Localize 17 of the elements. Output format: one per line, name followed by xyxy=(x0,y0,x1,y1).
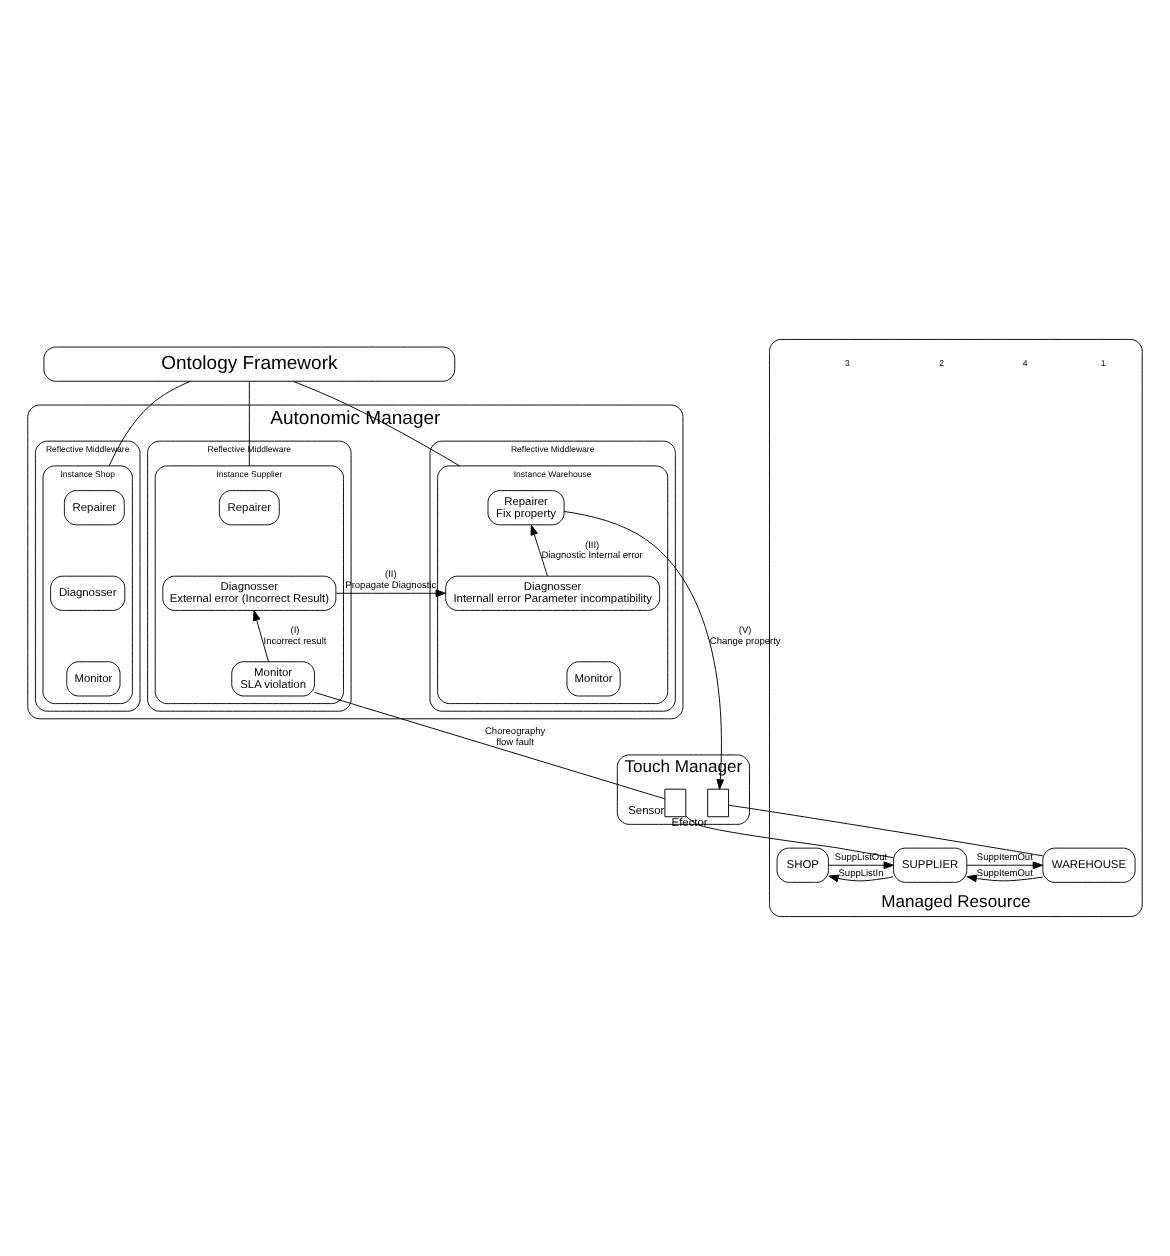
arrow xyxy=(966,874,1044,883)
arrow xyxy=(966,861,1044,870)
arrow xyxy=(563,511,725,790)
arrow xyxy=(828,861,895,870)
node-box: Ontology Framework xyxy=(43,346,456,382)
connector xyxy=(108,380,191,467)
node-box xyxy=(707,788,730,818)
connector xyxy=(728,804,1044,857)
connector xyxy=(314,691,666,800)
arrow xyxy=(828,874,894,883)
arrow xyxy=(335,589,446,598)
connector xyxy=(248,380,250,467)
arrow xyxy=(530,524,548,577)
arrow xyxy=(252,610,269,663)
connector xyxy=(292,380,461,467)
node-box xyxy=(664,788,687,818)
connector xyxy=(685,815,894,859)
